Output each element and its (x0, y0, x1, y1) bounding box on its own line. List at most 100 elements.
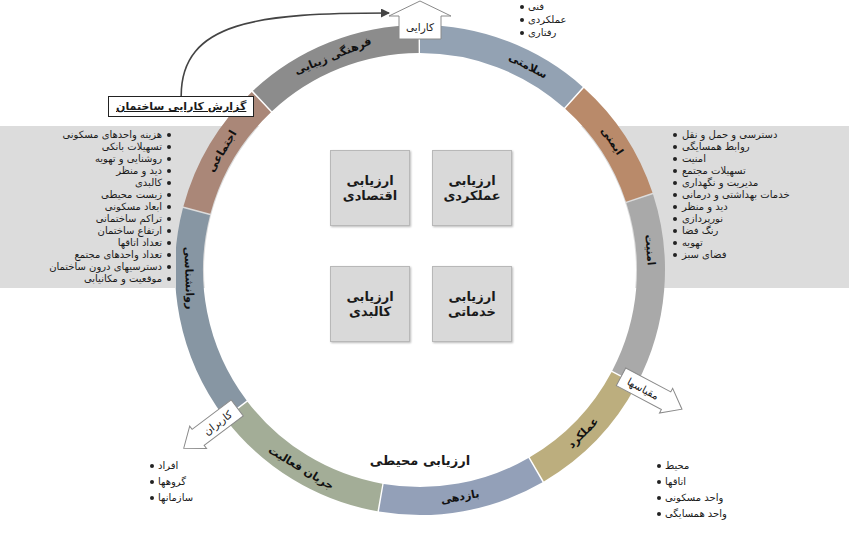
assessment-box: ارزیابی عملکردی (432, 150, 512, 226)
bullet-dot (673, 217, 677, 221)
report-title: گزارش کارایی ساختمان (116, 100, 246, 113)
bullet-dot (167, 229, 171, 233)
list-label: واحد همسایگی (665, 508, 727, 520)
ring-segment (152, 2, 687, 533)
list-item: تعداد اتاقها (118, 237, 162, 248)
bullet-dot (520, 5, 524, 9)
list-row: رنگ فضا (668, 225, 849, 237)
list-row: امنیت (668, 153, 849, 165)
list-label: افراد (158, 460, 178, 472)
bullet-dot (673, 229, 677, 233)
box-title: ارزیابی عملکردی (437, 173, 507, 203)
list-item: رنگ فضا (682, 225, 718, 236)
list-label: سازمانها (158, 492, 193, 504)
list-row: ارتفاع ساختمان (0, 225, 176, 237)
list-row: مدیریت و نگهداری (668, 177, 849, 189)
bullet-dot (657, 464, 661, 468)
list-item: تهویه (682, 237, 703, 248)
box-title: ارزیابی اقتصادی (335, 173, 405, 203)
bullet-dot (657, 512, 661, 516)
output-arrow: کارایی (389, 0, 451, 40)
list-label: فنی (528, 1, 544, 13)
list-row: دسترسیهای درون ساختمان (0, 261, 176, 273)
list-row: ابعاد مسکونی (0, 201, 176, 213)
list-row: تعداد واحدهای مجتمع (0, 249, 176, 261)
list-item: روابط همسایگی (682, 141, 750, 152)
bullet-dot (673, 205, 677, 209)
bullet-dot (673, 241, 677, 245)
bullet-dot (167, 277, 171, 281)
list-row: تسهیلات مجتمع (668, 165, 849, 177)
list-row: دسترسی و حمل و نقل (668, 129, 849, 141)
arrow-label: کارایی (406, 21, 434, 33)
criteria-panel: دسترسی و حمل و نقلروابط همسایگیامنیتتسهی… (668, 126, 849, 264)
bullet-dot (167, 265, 171, 269)
list-row: موقعیت و مکانیابی (0, 273, 176, 285)
bullet-dot (167, 145, 171, 149)
bullet-dot (520, 31, 524, 35)
criteria-panel: هزینه واحدهای مسکونیتسهیلات بانکیروشنایی… (0, 126, 176, 288)
report-box: گزارش کارایی ساختمان (108, 96, 254, 117)
list-row: کالبدی (0, 177, 176, 189)
list-row: روابط همسایگی (668, 141, 849, 153)
ring-segment-label: ایمنی (597, 124, 625, 157)
input-arrow: مقیاسها (614, 364, 688, 421)
list-label: عملکردی (528, 14, 566, 26)
ring-segment (129, 0, 711, 533)
ring-segment-label: بازدهی (440, 488, 481, 508)
assessment-box: ارزیابی خدماتی (432, 266, 512, 342)
bullet-dot (657, 496, 661, 500)
ring-segment (96, 0, 743, 533)
bullet-dot (150, 464, 154, 468)
list-item: فضای سبز (682, 249, 726, 260)
list-row: زیست محیطی (0, 189, 176, 201)
list-item: دید و منظر (682, 201, 728, 212)
bullet-dot (167, 241, 171, 245)
assessment-box: ارزیابی اقتصادی (330, 150, 410, 226)
ring-segment (137, 0, 703, 533)
ring-segment-label: امنیت (642, 234, 658, 266)
bullet-dot (167, 253, 171, 257)
list-label: اتاقها (665, 476, 686, 488)
list-label: رفتاری (528, 27, 556, 39)
list-row: تهویه (668, 237, 849, 249)
list-item: مدیریت و نگهداری (682, 177, 758, 188)
list-row: دید و منظر (668, 201, 849, 213)
list-item: نورپردازی (682, 213, 723, 224)
bullet-dot (673, 253, 677, 257)
list-row: هزینه واحدهای مسکونی (0, 129, 176, 141)
ring (94, 0, 747, 533)
list-row: نورپردازی (668, 213, 849, 225)
list-row: خدمات بهداشتی و درمانی (668, 189, 849, 201)
input-arrow: کاربران (176, 396, 246, 459)
box-title: ارزیابی کالبدی (335, 289, 405, 319)
list-item: موقعیت و مکانیابی (84, 273, 162, 284)
bullet-dot (673, 193, 677, 197)
bullet-dot (673, 157, 677, 161)
list-row: دید و منظر (0, 165, 176, 177)
list-row: فضای سبز (668, 249, 849, 261)
list-item: تعداد واحدهای مجتمع (74, 249, 162, 260)
bullet-dot (167, 217, 171, 221)
list-item: دسترسی و حمل و نقل (682, 129, 777, 140)
bullet-dot (167, 157, 171, 161)
list-row: تسهیلات بانکی (0, 141, 176, 153)
circle-outline (204, 54, 636, 486)
list-label: محیط (665, 460, 689, 472)
bullet-dot (673, 169, 677, 173)
bullet-dot (673, 145, 677, 149)
list-row: تعداد اتاقها (0, 237, 176, 249)
list-item: ارتفاع ساختمان (98, 225, 162, 236)
circle-shape (203, 53, 637, 487)
list-item: دسترسیهای درون ساختمان (49, 261, 162, 272)
list-item: تسهیلات مجتمع (682, 165, 746, 176)
bullet-dot (167, 205, 171, 209)
bullet-dot (150, 496, 154, 500)
assessment-box: ارزیابی کالبدی (330, 266, 410, 342)
bullet-dot (167, 181, 171, 185)
list-label: واحد مسکونی (665, 492, 723, 504)
bullet-dot (150, 480, 154, 484)
arrow-outline (614, 364, 688, 421)
bullet-dot (673, 181, 677, 185)
